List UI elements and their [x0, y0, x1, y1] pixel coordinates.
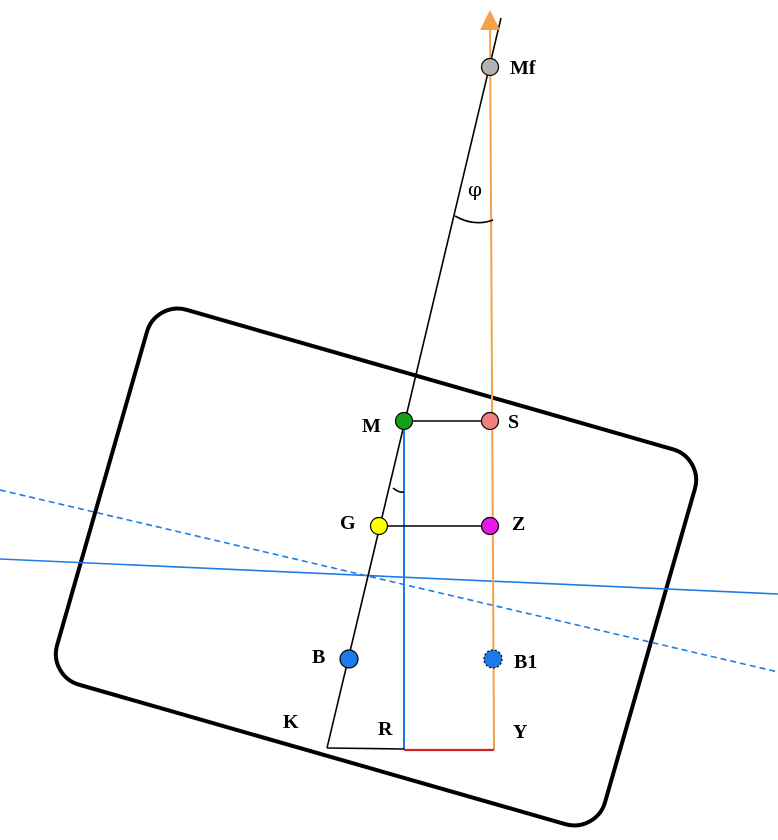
point-b [339, 649, 359, 669]
point-s [480, 411, 500, 431]
inclined-waterline [0, 558, 778, 595]
label-z: Z [512, 513, 525, 535]
label-y: Y [513, 721, 528, 743]
point-b1 [483, 649, 503, 669]
label-b: B [312, 646, 325, 668]
label-b1: B1 [514, 651, 537, 673]
label-m: M [362, 415, 381, 437]
point-m [394, 411, 414, 431]
hull-outline [53, 306, 699, 828]
point-mf [480, 57, 500, 77]
heel-angle-arc [454, 215, 494, 224]
angle-label-phi: φ [468, 177, 482, 201]
original-waterline-dashed [0, 489, 778, 673]
point-z [480, 516, 500, 536]
label-mf: Mf [510, 57, 536, 79]
small-angle-arc [392, 487, 405, 493]
label-s: S [508, 411, 519, 433]
label-r: R [378, 718, 393, 740]
baseline-k-r [326, 747, 405, 750]
vertical-axis [480, 10, 501, 751]
point-g [369, 516, 389, 536]
label-g: G [340, 512, 356, 534]
ship-centerline [326, 17, 502, 749]
label-k: K [283, 711, 299, 733]
